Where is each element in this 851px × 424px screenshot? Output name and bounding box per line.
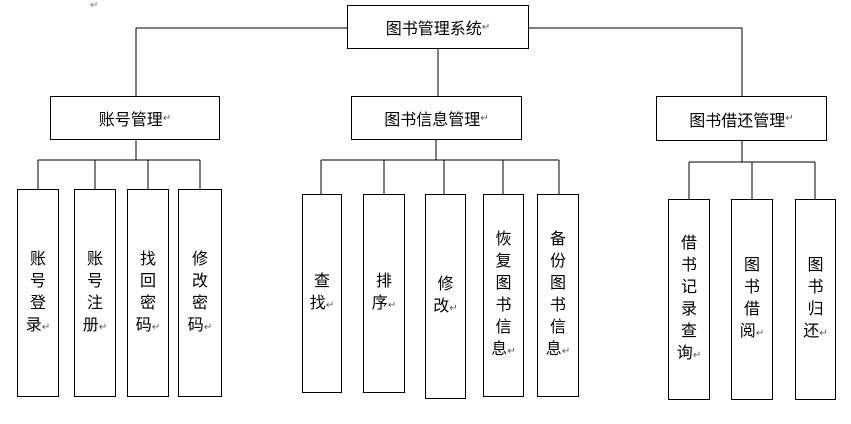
leaf-char: 恢 bbox=[495, 229, 512, 248]
leaf-char: 备 bbox=[549, 229, 566, 248]
module-node-borrow-return: 图书借还管理↵ bbox=[656, 96, 827, 141]
leaf-node: 查找查找↵ bbox=[302, 194, 342, 393]
leaf-char: 图 bbox=[549, 273, 566, 292]
paragraph-mark: ↵ bbox=[561, 346, 571, 357]
root-label: 图书管理系统 bbox=[385, 19, 482, 38]
leaf-char: 号 bbox=[86, 270, 103, 290]
module-node-book-info: 图书信息管理↵ bbox=[351, 96, 522, 140]
leaf-node: 找回密码找回密码↵ bbox=[127, 189, 169, 397]
leaf-char: 序↵ bbox=[371, 293, 397, 312]
leaf-char: 图 bbox=[743, 255, 760, 274]
leaf-char: 排 bbox=[375, 271, 392, 290]
leaf-char: 息↵ bbox=[545, 339, 571, 358]
paragraph-mark: ↵ bbox=[692, 350, 702, 361]
paragraph-mark: ↵ bbox=[98, 321, 108, 333]
leaf-char: 查 bbox=[313, 271, 330, 290]
paragraph-mark: ↵ bbox=[507, 346, 516, 357]
leaf-char: 复 bbox=[495, 251, 512, 270]
leaf-char: 找 bbox=[139, 248, 156, 268]
leaf-node: 排序排序↵ bbox=[363, 194, 405, 393]
leaf-node: 账号注册账号注册↵ bbox=[74, 189, 116, 397]
leaf-char: 改↵ bbox=[433, 296, 458, 315]
leaf-node: 恢复图书信息恢复图书信息↵ bbox=[483, 194, 524, 397]
leaf-char: 登 bbox=[29, 292, 46, 312]
leaf-char: 录↵ bbox=[25, 314, 51, 334]
paragraph-mark: ↵ bbox=[325, 300, 335, 311]
leaf-char: 书 bbox=[549, 295, 566, 314]
leaf-char: 账 bbox=[29, 248, 46, 268]
leaf-char: 注 bbox=[86, 292, 103, 312]
leaf-node: 借书记录查询借书记录查询↵ bbox=[668, 199, 710, 400]
leaf-char: 阅↵ bbox=[739, 321, 765, 340]
leaf-char: 份 bbox=[549, 251, 566, 270]
leaf-char: 图 bbox=[495, 273, 512, 292]
leaf-char: 修 bbox=[437, 274, 454, 293]
leaf-char: 回 bbox=[139, 270, 156, 290]
leaf-node: 备份图书信息备份图书信息↵ bbox=[537, 194, 579, 397]
leaf-char: 号 bbox=[29, 270, 46, 290]
leaf-char: 录 bbox=[680, 299, 697, 318]
leaf-node: 账号登录账号登录↵ bbox=[17, 189, 59, 397]
leaf-char: 找↵ bbox=[309, 293, 335, 312]
leaf-char: 书 bbox=[495, 295, 512, 314]
paragraph-mark: ↵ bbox=[785, 113, 794, 124]
leaf-char: 询↵ bbox=[676, 343, 702, 362]
leaf-char: 书 bbox=[743, 277, 760, 296]
leaf-char: 图 bbox=[807, 255, 824, 274]
paragraph-mark: ↵ bbox=[41, 321, 51, 333]
leaf-node: 图书借阅图书借阅↵ bbox=[731, 199, 773, 400]
leaf-char: 查 bbox=[680, 321, 697, 340]
paragraph-mark: ↵ bbox=[387, 300, 397, 311]
paragraph-mark: ↵ bbox=[481, 21, 491, 33]
leaf-char: 借 bbox=[743, 299, 760, 318]
paragraph-mark: ↵ bbox=[449, 303, 458, 314]
leaf-char: 密 bbox=[191, 292, 208, 312]
leaf-char: 信 bbox=[495, 317, 512, 336]
leaf-char: 息↵ bbox=[491, 339, 516, 358]
leaf-char: 归 bbox=[807, 299, 824, 318]
leaf-char: 改 bbox=[191, 270, 208, 290]
leaf-char: 记 bbox=[680, 277, 697, 296]
leaf-char: 书 bbox=[807, 277, 824, 296]
leaf-char: 修 bbox=[191, 248, 208, 268]
module-label: 图书信息管理 bbox=[384, 110, 481, 129]
paragraph-mark: ↵ bbox=[162, 112, 172, 124]
leaf-char: 账 bbox=[86, 248, 103, 268]
leaf-char: 还↵ bbox=[803, 321, 828, 340]
leaf-char: 册↵ bbox=[82, 314, 108, 334]
paragraph-mark: ↵ bbox=[480, 112, 489, 124]
module-label: 账号管理 bbox=[98, 110, 163, 129]
root-node: 图书管理系统↵ bbox=[347, 5, 529, 49]
leaf-char: 码↵ bbox=[135, 314, 161, 334]
leaf-char: 密 bbox=[139, 292, 156, 312]
leaf-node: 修改修改↵ bbox=[425, 194, 466, 399]
module-node-account: 账号管理↵ bbox=[50, 96, 220, 140]
leaf-char: 信 bbox=[549, 317, 566, 336]
module-label: 图书借还管理 bbox=[689, 110, 786, 130]
paragraph-mark: ↵ bbox=[90, 0, 99, 11]
leaf-node: 修改密码修改密码↵ bbox=[178, 189, 222, 397]
paragraph-mark: ↵ bbox=[203, 321, 213, 333]
leaf-char: 书 bbox=[680, 255, 697, 274]
paragraph-mark: ↵ bbox=[755, 328, 765, 339]
paragraph-mark: ↵ bbox=[151, 321, 161, 333]
leaf-char: 码↵ bbox=[187, 314, 213, 334]
paragraph-mark: ↵ bbox=[819, 328, 828, 339]
leaf-char: 借 bbox=[680, 233, 697, 252]
leaf-node: 图书归还图书归还↵ bbox=[795, 199, 836, 400]
